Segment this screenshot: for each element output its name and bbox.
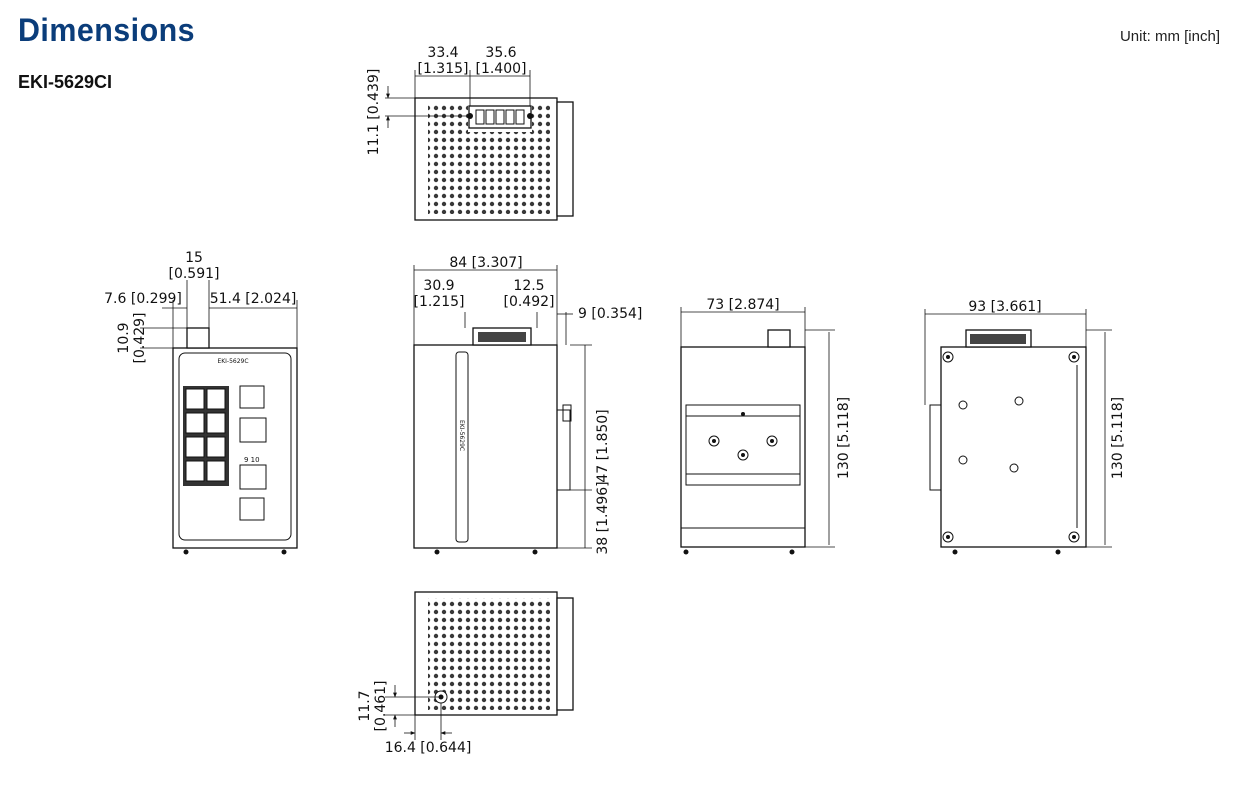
dim-side-b-inch: [0.492] [503, 294, 554, 310]
top-view: 33.4 [1.315] 35.6 [1.400] 11.1 [0.439] [366, 45, 574, 221]
dim-front-h-inch: [0.429] [132, 312, 148, 363]
dim-back-w: 73 [2.874] [706, 297, 779, 313]
side-view: EKI-5629C 84 [3.307] 30.9 [1.215] 12.5 [… [413, 255, 642, 555]
dim-side-b: 12.5 [513, 278, 544, 294]
led-label: 9 10 [244, 456, 260, 464]
dim-top-a: 33.4 [427, 45, 458, 61]
dim-rear-h: 130 [5.118] [1110, 397, 1126, 479]
dim-side-c: 9 [0.354] [578, 306, 642, 322]
dim-side-a-inch: [1.215] [413, 294, 464, 310]
page-title: Dimensions [18, 12, 196, 48]
dim-front-w-inch: [0.591] [168, 266, 219, 282]
dim-bot-h: 11.7 [357, 690, 373, 721]
bottom-view: 11.7 [0.461] 16.4 [0.644] [357, 591, 574, 756]
dim-top-b: 35.6 [485, 45, 516, 61]
dim-top-a-inch: [1.315] [417, 61, 468, 77]
terminal-block [475, 109, 525, 125]
back-view: 73 [2.874] 130 [5.118] [680, 297, 852, 555]
dim-back-h: 130 [5.118] [836, 397, 852, 479]
dim-side-a: 30.9 [423, 278, 454, 294]
dim-bot-h-inch: [0.461] [373, 680, 389, 731]
rj45-ports [183, 386, 229, 486]
unit-label: Unit: mm [inch] [1119, 28, 1220, 45]
dim-rear-w: 93 [3.661] [968, 299, 1041, 315]
front-view: EKI-5629C 9 10 [104, 250, 298, 555]
front-label: EKI-5629C [217, 358, 248, 365]
dim-front-h: 10.9 [116, 322, 132, 353]
dim-top-b-inch: [1.400] [475, 61, 526, 77]
dim-front-r: 51.4 [2.024] [210, 291, 297, 307]
side-label: EKI-5629C [458, 420, 465, 451]
dim-front-w: 15 [185, 250, 203, 266]
rear-view: 93 [3.661] 130 [5.118] [924, 299, 1126, 555]
dim-side-v2: 38 [1.496] [595, 481, 611, 554]
dim-bot-w: 16.4 [0.644] [385, 740, 472, 756]
dim-side-v1: 47 [1.850] [595, 409, 611, 482]
dim-top-h: 11.1 [0.439] [366, 69, 382, 156]
model-name: EKI-5629CI [18, 72, 113, 92]
sfp-ports [239, 385, 267, 521]
dim-front-l: 7.6 [0.299] [104, 291, 182, 307]
dim-side-w: 84 [3.307] [449, 255, 522, 271]
